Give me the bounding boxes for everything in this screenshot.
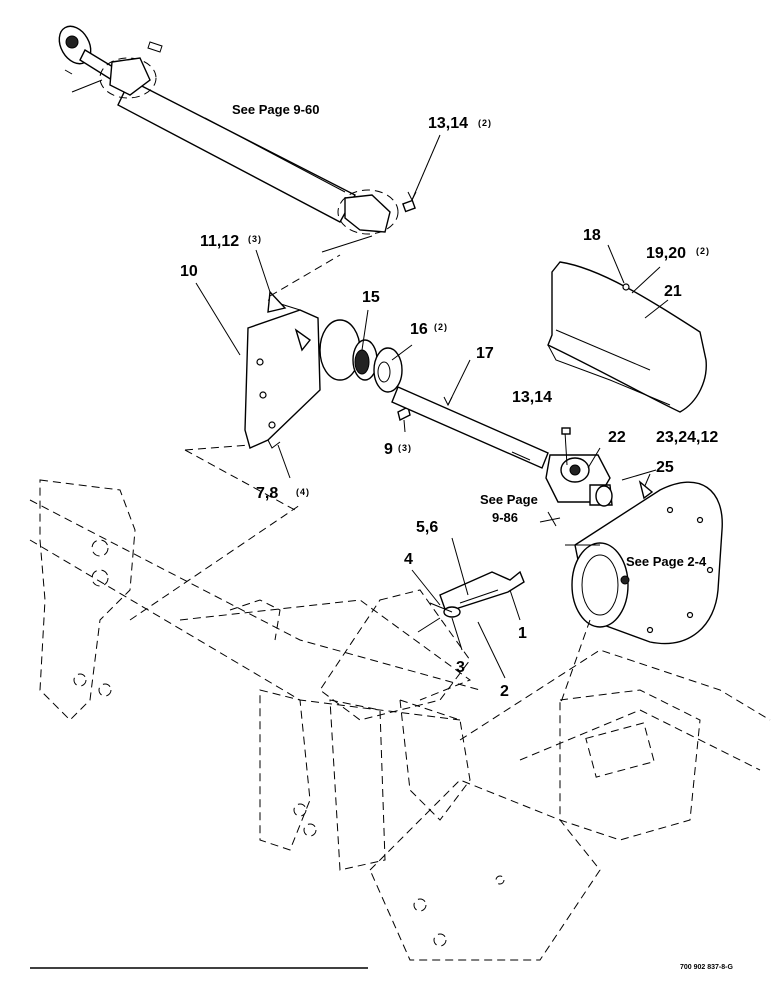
header-frame xyxy=(29,254,771,961)
callout-21: 21 xyxy=(664,283,682,300)
callout-5-6: 5,6 xyxy=(416,519,438,536)
callout-16-qty: (2) xyxy=(434,322,448,332)
callout-18: 18 xyxy=(583,227,601,244)
callout-13-14-top: 13,14 xyxy=(428,115,468,132)
linkage-parts xyxy=(417,570,525,633)
callout-15: 15 xyxy=(362,289,380,306)
gearbox xyxy=(565,480,723,645)
callout-22: 22 xyxy=(608,429,626,446)
shaft-17 xyxy=(391,386,549,469)
callout-4: 4 xyxy=(404,551,413,568)
callout-9: 9 xyxy=(384,441,393,458)
callout-10: 10 xyxy=(180,263,198,280)
callout-7-8: 7,8 xyxy=(256,485,278,502)
callout-19-20: 19,20 xyxy=(646,245,686,262)
callout-3: 3 xyxy=(456,659,465,676)
callout-25: 25 xyxy=(656,459,674,476)
drawing-number: 700 902 837-8-G xyxy=(680,964,733,971)
u-joint-22 xyxy=(539,427,613,527)
upper-drive-shaft xyxy=(58,25,416,253)
callout-2: 2 xyxy=(500,683,509,700)
callout-11-12: 11,12 xyxy=(200,233,239,250)
callout-7-8-qty: (4) xyxy=(296,487,310,497)
callout-17: 17 xyxy=(476,345,494,362)
callout-19-20-qty: (2) xyxy=(696,246,710,256)
page-ref-9-86-line2: 9-86 xyxy=(492,510,518,525)
callout-9-qty: (3) xyxy=(398,443,412,453)
shield-21 xyxy=(547,261,707,413)
bearing-plate xyxy=(244,290,403,449)
callout-11-12-qty: (3) xyxy=(248,234,262,244)
callout-1: 1 xyxy=(518,625,527,642)
page-ref-2-4: See Page 2-4 xyxy=(626,554,707,569)
callout-13-14-top-qty: (2) xyxy=(478,118,492,128)
callout-13-14-lower: 13,14 xyxy=(512,389,552,406)
page-ref-9-86-line1: See Page xyxy=(480,492,538,507)
callout-23-24-12: 23,24,12 xyxy=(656,429,718,446)
callout-16: 16 xyxy=(410,321,428,338)
page-ref-9-60: See Page 9-60 xyxy=(232,102,319,117)
